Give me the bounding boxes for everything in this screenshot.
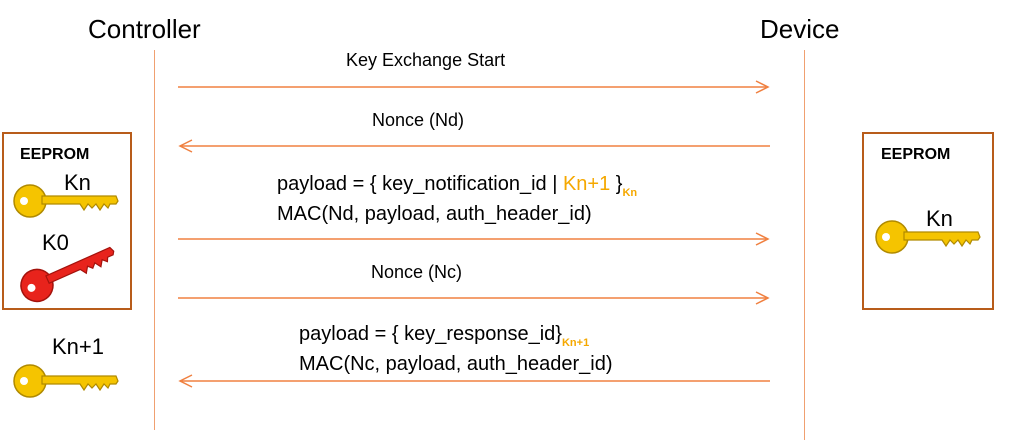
key-response-payload: payload = { key_response_id}Kn+1 xyxy=(299,320,589,351)
arrow-key-notification xyxy=(178,232,770,246)
response-key-subscript: Kn+1 xyxy=(561,337,590,349)
controller-key-kn-label: Kn xyxy=(64,170,91,195)
controller-eeprom-title: EEPROM xyxy=(20,146,90,163)
controller-new-key-label: Kn+1 xyxy=(52,334,104,359)
controller-key-k0-label: K0 xyxy=(42,230,69,255)
key-notification-payload: payload = { key_notification_id | Kn+1 }… xyxy=(277,170,637,201)
device-eeprom-box: EEPROM Kn xyxy=(862,132,994,310)
controller-eeprom-box: EEPROM Kn K0 xyxy=(2,132,132,310)
controller-lifeline xyxy=(154,50,155,430)
device-key-kn-label: Kn xyxy=(926,206,953,231)
arrow-nonce-nc xyxy=(178,291,770,305)
key-notification-mac: MAC(Nd, payload, auth_header_id) xyxy=(277,203,592,225)
controller-title: Controller xyxy=(88,14,201,44)
key-icon-gold xyxy=(13,184,119,218)
payload-prefix: payload = { key_notification_id | xyxy=(277,173,563,195)
response-payload-text: payload = { key_response_id} xyxy=(299,323,562,345)
key-response-mac: MAC(Nc, payload, auth_header_id) xyxy=(299,353,613,375)
message-nonce-nc: Nonce (Nc) xyxy=(371,262,463,282)
arrow-key-exchange-start xyxy=(178,80,770,94)
key-icon-gold xyxy=(875,220,981,254)
arrow-nonce-nd xyxy=(178,139,770,153)
encryption-key-subscript: Kn xyxy=(622,187,638,199)
payload-suffix: } xyxy=(610,173,623,195)
arrow-key-response xyxy=(178,374,770,388)
key-icon-red xyxy=(20,246,115,303)
key-icon-gold xyxy=(13,364,119,398)
device-lifeline xyxy=(804,50,805,440)
message-nonce-nd: Nonce (Nd) xyxy=(372,110,465,130)
device-title: Device xyxy=(760,14,840,44)
new-key-reference: Kn+1 xyxy=(562,173,611,195)
device-eeprom-title: EEPROM xyxy=(881,146,951,163)
message-key-exchange-start: Key Exchange Start xyxy=(346,50,506,70)
